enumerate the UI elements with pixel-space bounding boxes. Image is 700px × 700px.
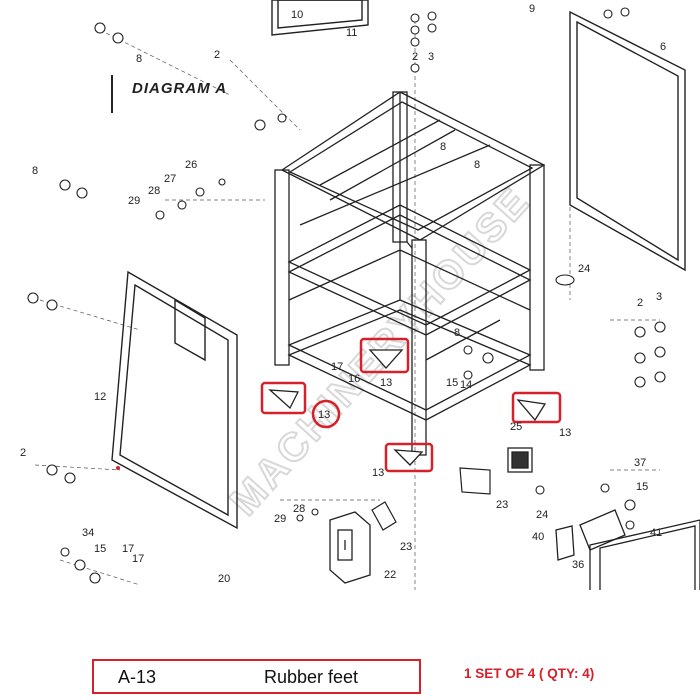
diagram-title: DIAGRAM A <box>132 80 228 97</box>
part-name: Rubber feet <box>264 667 359 687</box>
right-side-panel <box>569 10 686 272</box>
rubber-foot <box>368 349 404 369</box>
part-info-box: A-13 Rubber feet <box>92 659 421 694</box>
callout-label: 11 <box>346 27 357 39</box>
small-plate <box>371 467 491 531</box>
part-code: A-13 <box>118 667 157 687</box>
callout-label: 8 <box>136 53 142 65</box>
callout-label: 13 <box>380 377 392 389</box>
callout-label: 8 <box>440 141 446 153</box>
callout-label: 26 <box>185 159 197 171</box>
callout-label: 23 <box>496 499 508 511</box>
callout-label: 28 <box>148 185 160 197</box>
fasteners <box>27 7 666 584</box>
callout-label: 2 <box>412 51 418 63</box>
rubber-foot <box>393 449 424 466</box>
callout-label: 2 <box>214 49 220 61</box>
callout-label: 28 <box>293 503 305 515</box>
callout-label: 10 <box>291 9 303 21</box>
callout-label: 15 <box>94 543 106 555</box>
quantity-note: 1 SET OF 4 ( QTY: 4) <box>464 666 595 681</box>
callout-label: 2 <box>637 297 643 309</box>
callout-label: 15 <box>446 377 458 389</box>
callout-label: 9 <box>529 3 535 15</box>
callout-label: 29 <box>274 513 286 525</box>
callout-label: 24 <box>536 509 548 521</box>
callout-label: 3 <box>656 291 662 303</box>
callout-label: 22 <box>384 569 396 581</box>
rubber-foot <box>516 399 547 422</box>
callout-label: 8 <box>474 159 480 171</box>
callout-label: 2 <box>20 447 26 459</box>
callout-label: 24 <box>578 263 590 275</box>
callout-label: 8 <box>454 327 460 339</box>
rubber-feet <box>268 349 547 466</box>
callout-label: 8 <box>32 165 38 177</box>
callout-label: 13 <box>559 427 571 439</box>
highlight-boxes <box>260 337 562 473</box>
top-door-panel <box>271 0 369 36</box>
callout-label: 25 <box>510 421 522 433</box>
callout-label: 17 <box>132 553 144 565</box>
callout-label: 37 <box>634 457 646 469</box>
highlight-box <box>511 391 562 424</box>
callout-label: 3 <box>428 51 434 63</box>
callout-label: 34 <box>82 527 94 539</box>
cabinet-frame <box>274 91 546 456</box>
switch-box <box>507 447 533 473</box>
callout-labels: 10 11 8 2 9 6 2 3 8 8 26 27 28 29 8 24 1… <box>20 3 666 585</box>
callout-label: 12 <box>94 391 106 403</box>
highlight-box <box>359 337 410 374</box>
callout-label: 14 <box>460 379 472 391</box>
callout-label: 20 <box>218 573 230 585</box>
base-plate <box>555 509 700 590</box>
leader-lines <box>34 20 660 590</box>
callout-label: 29 <box>128 195 140 207</box>
highlight-circle <box>311 399 341 429</box>
rubber-foot <box>268 389 300 410</box>
title-bar <box>111 75 113 113</box>
callout-label: 16 <box>348 373 360 385</box>
callout-label: 41 <box>650 527 662 539</box>
hinge-bracket <box>329 511 371 584</box>
highlight-box <box>384 442 434 473</box>
callout-label: 6 <box>660 41 666 53</box>
callout-label: 13 <box>318 409 330 421</box>
callout-label: 17 <box>122 543 134 555</box>
callout-label: 13 <box>372 467 384 479</box>
callout-label: 17 <box>331 361 343 373</box>
highlight-box <box>260 381 307 415</box>
callout-label: 15 <box>636 481 648 493</box>
front-door-panel <box>111 270 238 530</box>
exploded-parts-diagram: MACHINERYHOUSE <box>20 0 700 590</box>
callout-label: 36 <box>572 559 584 571</box>
callout-label: 40 <box>532 531 544 543</box>
callout-label: 27 <box>164 173 176 185</box>
callout-label: 23 <box>400 541 412 553</box>
